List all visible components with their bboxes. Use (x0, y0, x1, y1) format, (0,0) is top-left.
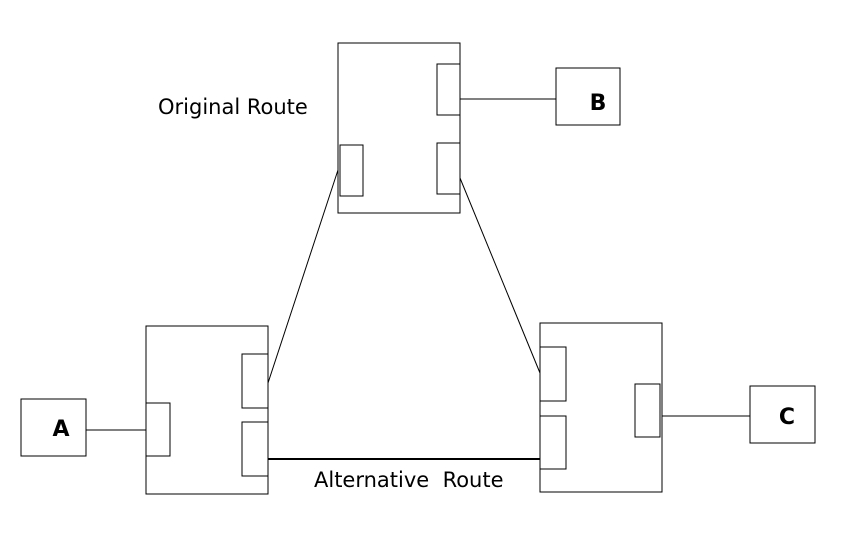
node-c-label: C (779, 405, 795, 430)
link-left-router-to-top-router (267, 169, 339, 384)
right-router-port-upper (539, 346, 567, 402)
original-route-label: Original Route (158, 95, 308, 119)
top-router-port-b (436, 63, 461, 116)
link-top-router-to-right-router (459, 177, 541, 374)
node-a-label: A (52, 417, 69, 442)
top-router-port-left (339, 144, 364, 197)
left-router-port-a (145, 402, 171, 457)
left-router-port-upper (241, 353, 269, 409)
top-router-port-right (436, 142, 461, 195)
alternative-route-label: Alternative Route (314, 468, 504, 492)
node-c (749, 385, 816, 444)
node-b-label: B (590, 91, 607, 116)
node-b (555, 67, 621, 126)
left-router-port-lower (241, 421, 269, 477)
right-router-port-c (634, 383, 661, 438)
right-router-port-lower (539, 415, 567, 470)
node-a (20, 398, 87, 457)
